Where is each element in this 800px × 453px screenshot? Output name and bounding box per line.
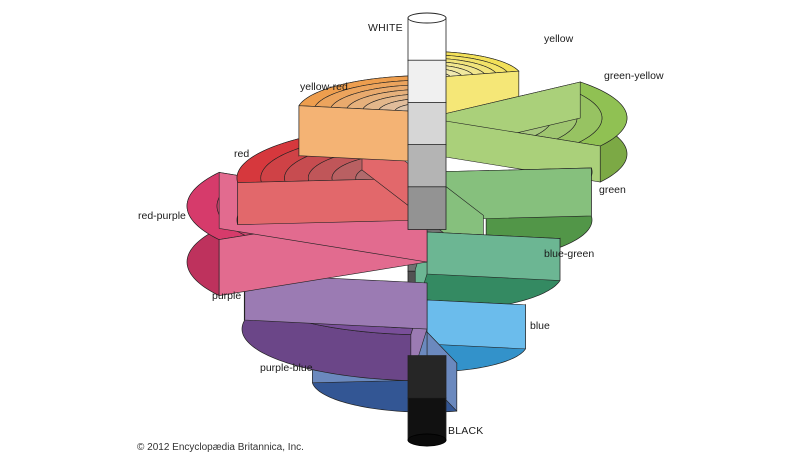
white-cap [407, 12, 447, 24]
value-step-4 [407, 144, 447, 188]
value-step-5 [407, 186, 447, 230]
hue-label-green-yellow: green-yellow [604, 70, 664, 82]
value-step-3 [407, 102, 447, 146]
hue-label-green: green [599, 184, 626, 196]
hue-label-purple-blue: purple-blue [260, 362, 313, 374]
value-step-9 [407, 355, 447, 399]
copyright-notice: © 2012 Encyclopædia Britannica, Inc. [137, 442, 304, 453]
value-step-10 [407, 397, 447, 441]
hue-wedge-green-yellow [426, 81, 628, 183]
hue-label-blue: blue [530, 320, 550, 332]
hue-label-red-purple: red-purple [138, 210, 186, 222]
white-label: WHITE [368, 22, 403, 34]
hue-label-purple: purple [212, 290, 241, 302]
value-step-2 [407, 59, 447, 104]
value-axis-front [407, 12, 447, 447]
hue-wedge-blue-green [414, 231, 561, 313]
hue-labels: WHITE BLACK yellow green-yellow green bl… [138, 22, 664, 437]
hue-label-red: red [234, 148, 249, 160]
hue-wedges [186, 51, 628, 413]
hue-label-yellow-red: yellow-red [300, 81, 348, 93]
hue-wedge-purple [241, 273, 428, 381]
black-base [407, 433, 447, 447]
hue-label-blue-green: blue-green [544, 248, 594, 260]
black-label: BLACK [448, 425, 483, 437]
hue-label-yellow: yellow [544, 33, 574, 45]
value-step-1 [407, 17, 447, 62]
